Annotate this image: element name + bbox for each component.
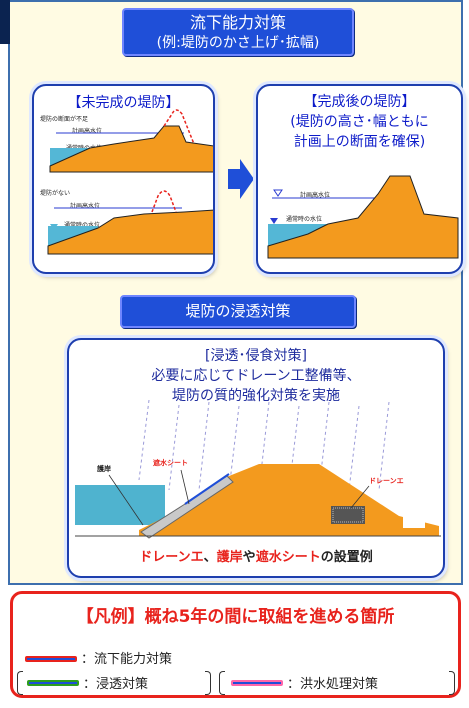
- seepage-measures-card: [浸透･侵食対策] 必要に応じてドレーン工整備等、 堤防の質的強化対策を実施: [67, 338, 445, 578]
- seepage-measures-title-line1: [浸透･侵食対策]: [205, 348, 307, 364]
- legend-flood-control: ：洪水処理対策: [287, 677, 379, 692]
- normal-water-level-label-3: 通常時の水位: [286, 216, 323, 223]
- plan-water-level-label-3: 計画高水位: [300, 192, 331, 199]
- caption-suffix: の設置例: [320, 550, 373, 565]
- completed-levee-title: 【完成後の堤防】 (堤防の高さ･幅ともに 計画上の断面を確保): [258, 92, 461, 152]
- insufficient-section-label: 堤防の断面が不足: [40, 116, 89, 123]
- normal-water-level-label-2: 通常時の水位: [64, 222, 101, 229]
- completed-levee-title-line3: 計画上の断面を確保): [293, 134, 426, 150]
- flow-capacity-swatch: [25, 656, 77, 662]
- legend-title: 【凡例】概ね5年の間に取組を進める箇所: [76, 607, 395, 627]
- incomplete-levee-diagram: [47, 109, 213, 255]
- plan-water-level-label-2: 計画高水位: [70, 203, 101, 210]
- caption-sheet: 遮水シート: [255, 550, 321, 565]
- completed-levee-title-line1: 【完成後の堤防】: [303, 94, 416, 110]
- seepage-caption: ドレーンエ、護岸や遮水シートの設置例: [69, 546, 443, 565]
- completed-levee-diagram: [267, 175, 459, 259]
- drain-label: ドレーンエ: [369, 477, 404, 485]
- completed-levee-title-line2: (堤防の高さ･幅ともに: [290, 114, 429, 130]
- seepage-measures-diagram: [75, 399, 441, 539]
- right-arrow-icon: [228, 159, 254, 199]
- main-panel: 流下能力対策 (例:堤防のかさ上げ･拡幅) 【未完成の堤防】 堤防の断面が不足 …: [8, 0, 463, 585]
- bracket-right-1: [205, 671, 211, 695]
- legend-flow-capacity: ：流下能力対策: [81, 652, 173, 667]
- legend-seepage: ：浸透対策: [83, 677, 149, 692]
- seepage-title: 堤防の浸透対策: [120, 295, 356, 328]
- completed-levee-card: 【完成後の堤防】 (堤防の高さ･幅ともに 計画上の断面を確保) 計画高水位 通常…: [256, 84, 463, 274]
- corner-tab: [0, 0, 10, 44]
- caption-ya: や: [242, 550, 256, 565]
- flow-capacity-title: 流下能力対策 (例:堤防のかさ上げ･拡幅): [122, 8, 354, 56]
- incomplete-levee-title: 【未完成の堤防】: [67, 95, 180, 111]
- seepage-sheet-label: 遮水シート: [153, 459, 188, 467]
- flow-capacity-title-line2: (例:堤防のかさ上げ･拡幅): [156, 35, 320, 51]
- seepage-measures-title: [浸透･侵食対策] 必要に応じてドレーン工整備等、 堤防の質的強化対策を実施: [69, 346, 443, 406]
- seepage-swatch: [27, 680, 79, 686]
- no-levee-label: 堤防がない: [40, 190, 71, 197]
- bracket-left-1: [17, 671, 23, 695]
- legend-box: 【凡例】概ね5年の間に取組を進める箇所 ：流下能力対策 ：浸透対策 ：洪水処理対…: [10, 591, 461, 698]
- caption-revetment: 護岸: [216, 550, 243, 565]
- flood-control-swatch: [231, 680, 283, 686]
- flow-capacity-title-line1: 流下能力対策: [189, 13, 286, 32]
- seepage-measures-title-line2: 必要に応じてドレーン工整備等、: [151, 368, 361, 384]
- seepage-measures-title-line3: 堤防の質的強化対策を実施: [172, 388, 340, 404]
- bracket-left-2: [219, 671, 225, 695]
- caption-drain: ドレーンエ: [139, 550, 204, 565]
- caption-comma: 、: [203, 550, 217, 565]
- plan-water-level-label-1: 計画高水位: [72, 128, 103, 135]
- incomplete-levee-card: 【未完成の堤防】 堤防の断面が不足 計画高水位 通常時の水位 堤防がない 計画高…: [32, 84, 215, 274]
- bracket-right-2: [449, 671, 455, 695]
- revetment-label: 護岸: [97, 465, 111, 473]
